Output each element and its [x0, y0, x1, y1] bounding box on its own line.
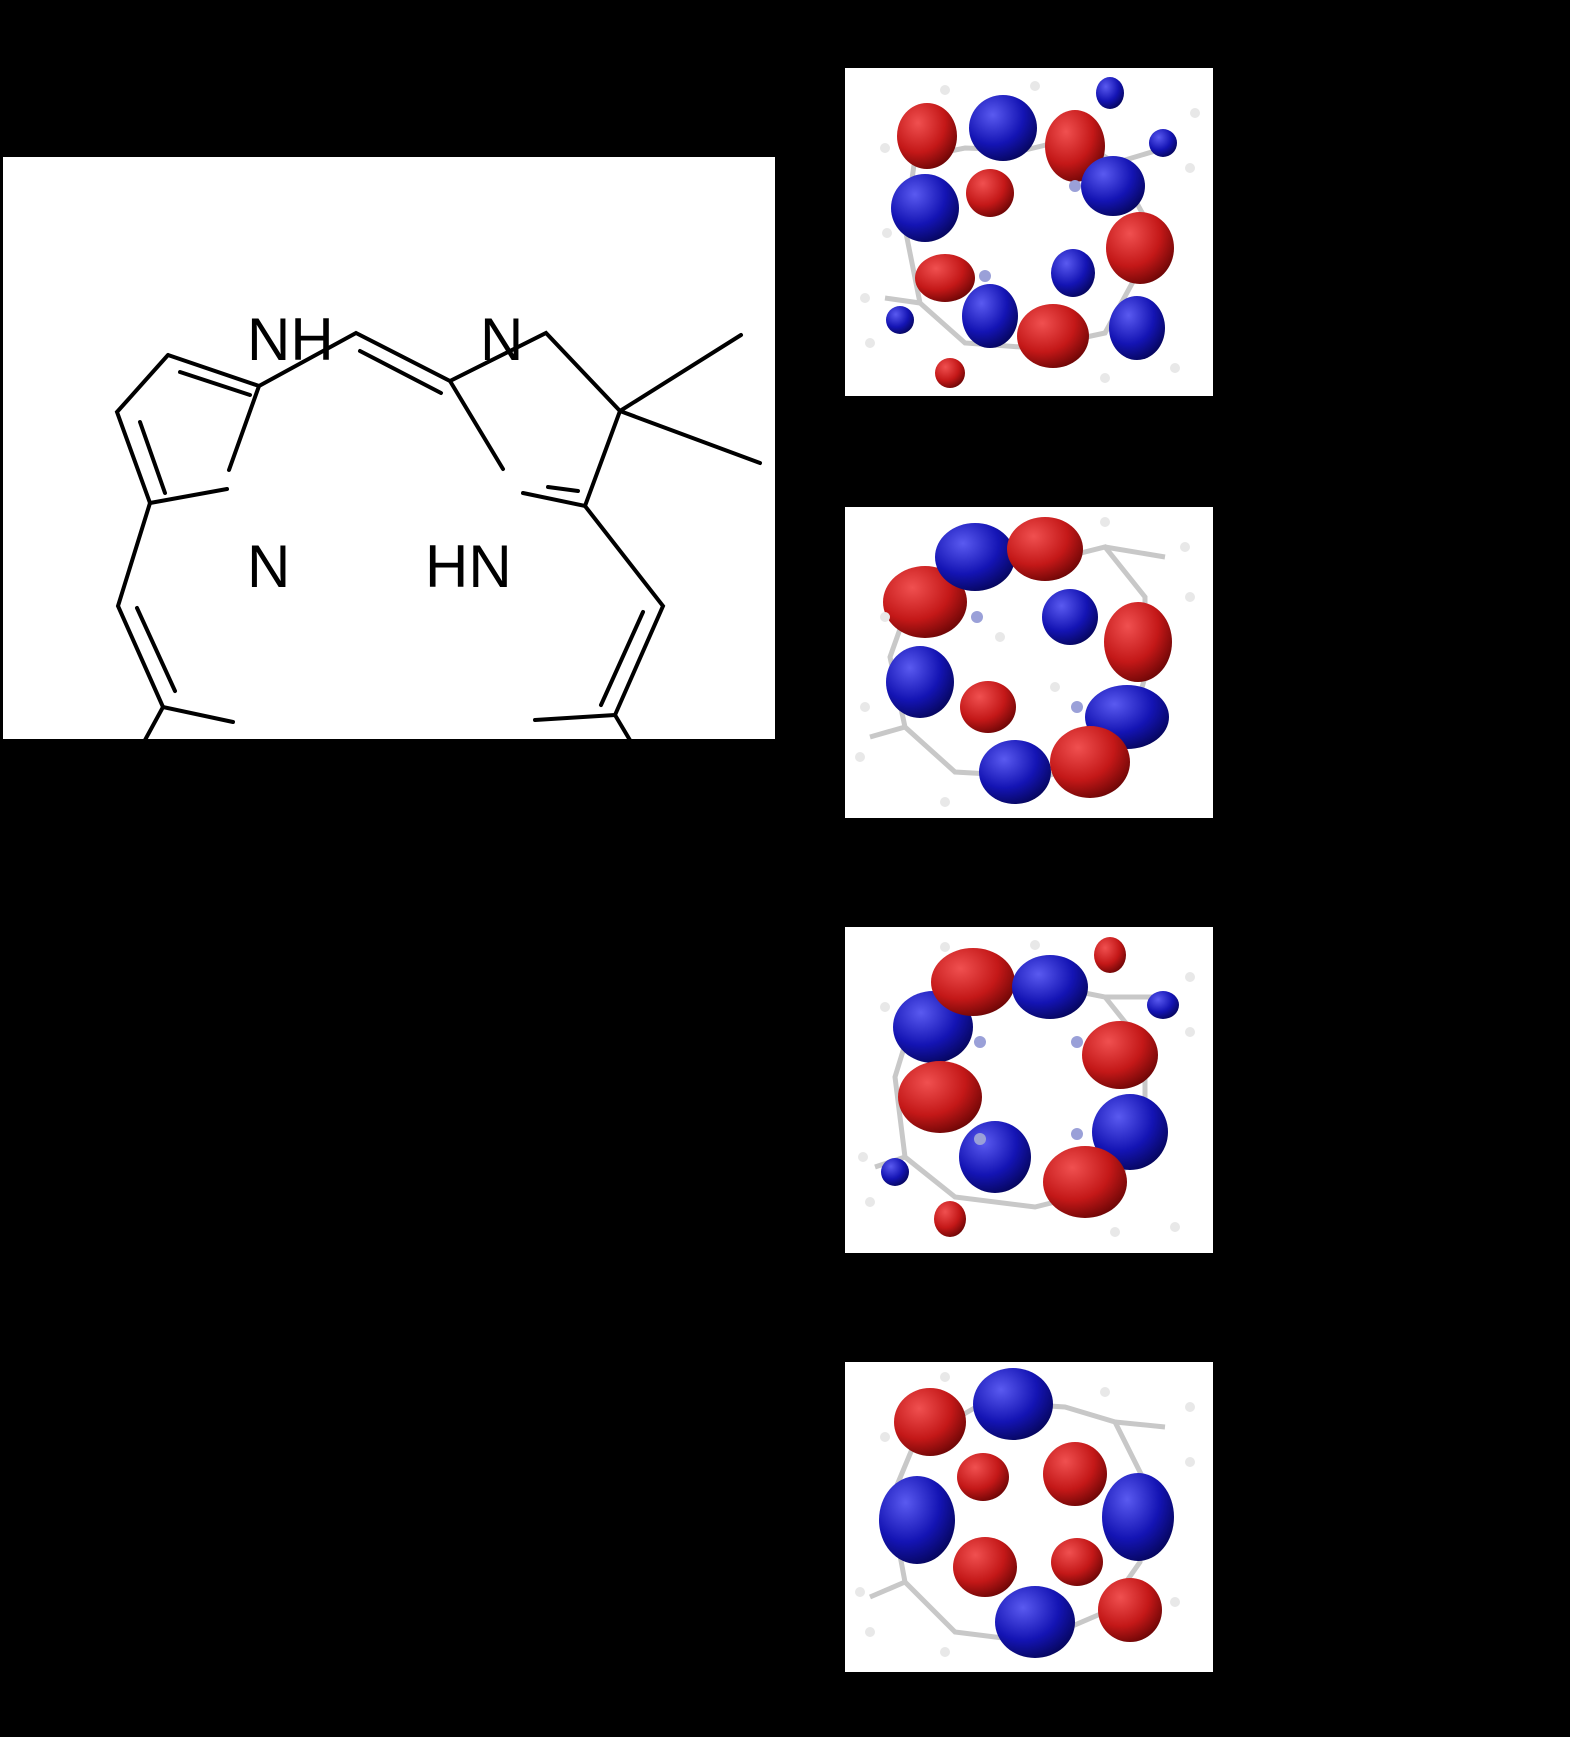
atom-label-hn: HN — [425, 533, 512, 600]
molecule-structure-panel: NH N N HN — [3, 157, 775, 739]
meso-top — [257, 330, 452, 388]
ring-top-right-double — [546, 485, 580, 493]
atom-label-n-bottom: N — [247, 533, 290, 600]
orbital-image-1 — [845, 68, 1213, 396]
meso-top-double — [358, 349, 443, 395]
orbital-1-render — [860, 77, 1200, 388]
orbital-2-render — [855, 517, 1195, 807]
atom-label-n-top: N — [480, 306, 523, 373]
ring-top-right — [448, 330, 623, 509]
meso-left — [115, 501, 165, 709]
orbital-image-4 — [845, 1362, 1213, 1672]
meso-left-double — [135, 606, 177, 693]
orbital-image-2 — [845, 507, 1213, 818]
ring-top-left-double — [138, 370, 252, 495]
ring-bottom-left — [143, 704, 235, 739]
orbital-4-render — [855, 1368, 1195, 1658]
orbital-3-render — [858, 937, 1195, 1237]
molecule-skeleton: NH N N HN — [114, 306, 762, 739]
atom-label-nh: NH — [247, 306, 334, 373]
ring-bottom-right — [533, 713, 632, 739]
meso-right-double — [599, 610, 645, 707]
orbital-image-3 — [845, 927, 1213, 1253]
meso-right — [583, 504, 666, 717]
ring-top-left — [114, 353, 262, 505]
gem-dimethyl-top — [618, 333, 762, 465]
